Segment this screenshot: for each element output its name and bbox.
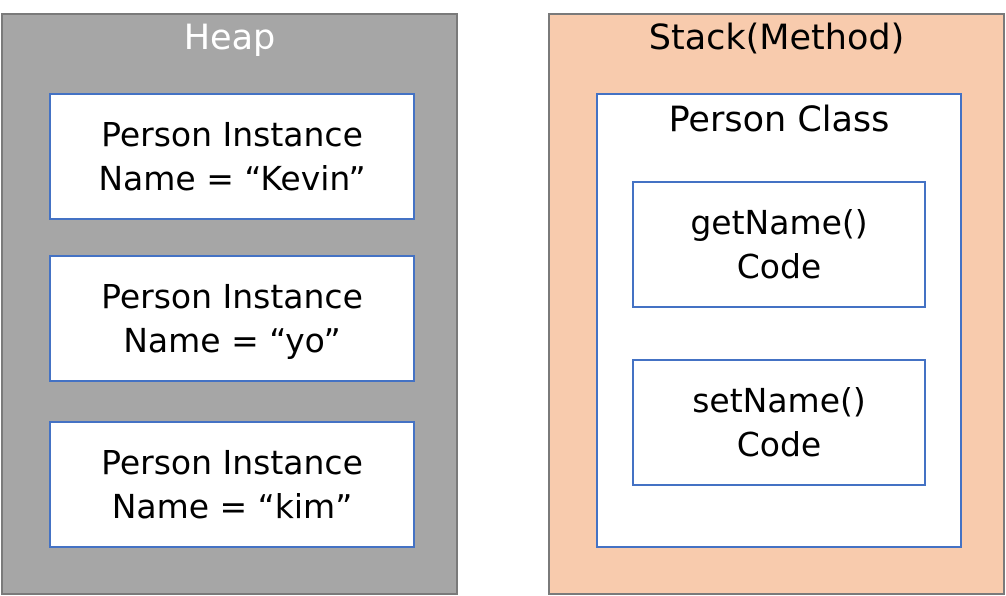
method-signature: getName() [690, 202, 868, 242]
person-class-box: Person Class getName() Code setName() Co… [596, 93, 962, 548]
stack-title: Stack(Method) [648, 18, 905, 58]
person-instance-box: Person Instance Name = “yo” [49, 255, 415, 382]
instance-name-value: Name = “kim” [111, 486, 353, 526]
setname-method-box: setName() Code [632, 359, 926, 486]
class-title: Person Class [668, 100, 890, 140]
heap-title: Heap [183, 18, 276, 58]
heap-panel: Heap Person Instance Name = “Kevin” Pers… [1, 13, 458, 595]
instance-label: Person Instance [101, 276, 363, 316]
stack-method-panel: Stack(Method) Person Class getName() Cod… [548, 13, 1005, 595]
method-signature: setName() [692, 380, 866, 420]
method-code-label: Code [736, 424, 822, 464]
person-instance-box: Person Instance Name = “kim” [49, 421, 415, 548]
instance-name-value: Name = “Kevin” [98, 158, 366, 198]
instance-label: Person Instance [101, 114, 363, 154]
person-instance-box: Person Instance Name = “Kevin” [49, 93, 415, 220]
getname-method-box: getName() Code [632, 181, 926, 308]
instance-label: Person Instance [101, 442, 363, 482]
method-code-label: Code [736, 246, 822, 286]
instance-name-value: Name = “yo” [123, 320, 341, 360]
